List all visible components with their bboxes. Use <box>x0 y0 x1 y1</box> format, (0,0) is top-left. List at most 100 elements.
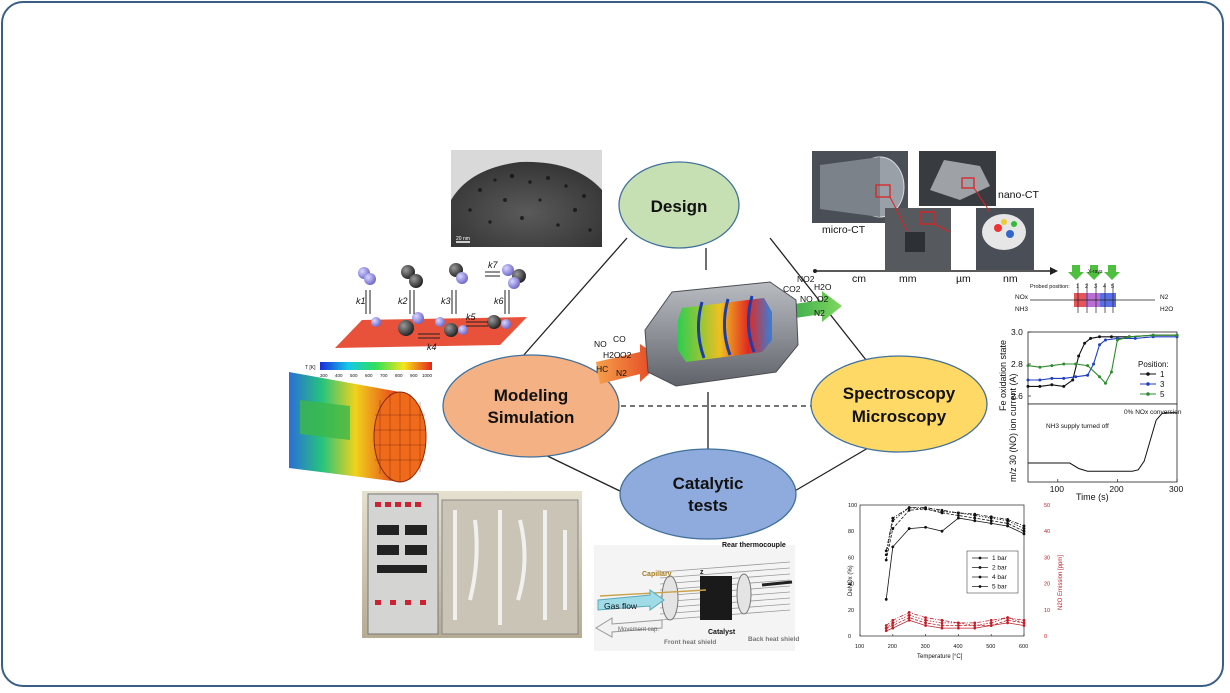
denox-ytick-label: 60 <box>848 555 854 561</box>
denox-legend-marker <box>978 556 982 560</box>
probe-pos-1: 1 <box>1076 284 1079 290</box>
denox-series-point <box>884 597 888 601</box>
denox-y2tick-label: 20 <box>1044 582 1050 588</box>
n2o-series-point <box>924 624 927 627</box>
fe-ylabel-bottom: m/z 30 (NO) ion current (A) <box>1008 373 1018 482</box>
n2o-series-line <box>886 617 1025 629</box>
denox-xtick-label: 500 <box>986 644 995 650</box>
outlet-gas-n2: N2 <box>814 308 825 318</box>
fe-legend-title: Position: <box>1138 360 1169 369</box>
reactor-schematic: Rear thermocouple Capillary z Gas flow M… <box>594 542 799 651</box>
denox-xtick-label: 600 <box>1019 644 1028 650</box>
converter-band-3 <box>747 295 756 353</box>
fe-xtick-label: 300 <box>1169 484 1183 494</box>
front-heat-shield-shape <box>661 575 679 621</box>
line-spectroscopy-catalytic <box>792 447 869 493</box>
denox-series-point <box>940 508 944 512</box>
fe-series-3-point <box>1103 338 1107 342</box>
colorbar <box>320 362 432 370</box>
photo-displays <box>377 525 427 573</box>
denox-series-point <box>1022 529 1026 533</box>
fe-series-1-point <box>1109 335 1113 339</box>
denox-series-point <box>907 508 911 512</box>
denox-series-group <box>884 506 1026 633</box>
spectroscopy-label-2: Microscopy <box>852 407 947 426</box>
catalytic-converter-image <box>596 281 842 387</box>
converter-outlet-gases: NO2 H2O CO2 NO O2 N2 <box>783 274 832 318</box>
ct-connector-1 <box>889 196 909 233</box>
rate-arrows <box>365 271 510 339</box>
fe-series-5-point <box>1038 365 1042 369</box>
denox-series-point <box>891 545 895 549</box>
n2o-series-point <box>1006 618 1009 622</box>
n2o-series-point <box>989 618 993 622</box>
ct-scale-nm: nm <box>1003 273 1018 285</box>
n2o-series-point <box>957 624 960 627</box>
fe-xtick-label: 100 <box>1050 484 1064 494</box>
denox-series-point <box>884 558 888 562</box>
inlet-gas-hc: HC <box>596 364 608 374</box>
outlet-gas-no2: NO2 <box>797 274 815 284</box>
denox-series-point <box>989 515 993 519</box>
denox-legend-marker <box>978 585 982 588</box>
ct-zoom-1 <box>875 184 891 198</box>
fe-series-5-point <box>1074 362 1078 366</box>
denox-series-point <box>1022 524 1026 528</box>
tem-micrograph: 20 nm <box>451 150 602 247</box>
n2o-series-point <box>891 626 895 630</box>
catalytic-label-2: tests <box>688 496 728 515</box>
ct-connector-2 <box>933 223 951 233</box>
n2o-series-point <box>891 618 895 622</box>
colorbar-tick-800: 800 <box>395 373 403 378</box>
ct-scale-arrowhead <box>1050 267 1058 275</box>
ct-micro-square <box>905 232 925 252</box>
fe-legend-marker <box>1146 382 1150 386</box>
colorbar-unit: T [K] <box>305 365 316 371</box>
denox-ytick-label: 80 <box>848 529 854 535</box>
probe-left-bottom: NH3 <box>1015 306 1028 313</box>
catalyst-shape <box>700 576 732 620</box>
rate-k2: k2 <box>398 296 408 306</box>
denox-legend-label: 4 bar <box>992 574 1008 581</box>
fe-legend-marker <box>1146 392 1150 396</box>
movement-label: Movement cap. <box>618 627 659 633</box>
n2o-series-point <box>884 624 888 627</box>
fe-xtick-label: 200 <box>1109 484 1123 494</box>
colorbar-tick-300: 300 <box>320 373 328 378</box>
inlet-gas-no: NO <box>594 339 607 349</box>
fe-series-1-point <box>1050 383 1054 387</box>
n2o-series-point <box>891 624 895 627</box>
fe-series-3-point <box>1086 373 1090 377</box>
fe-series-1-point <box>1038 384 1042 388</box>
denox-series-point <box>973 512 977 516</box>
denox-series-point <box>891 516 895 520</box>
photo-panel-buttons <box>375 502 426 605</box>
colorbar-ticks: 300 400 500 600 700 800 900 1000 <box>320 373 433 378</box>
ct-imaging: micro-CT nano-CT cm mm µm nm <box>812 151 1058 285</box>
probe-pos-2: 2 <box>1085 284 1088 290</box>
colorbar-tick-500: 500 <box>350 373 358 378</box>
back-heat-shield-shape <box>736 573 752 615</box>
denox-xtick-label: 300 <box>921 644 930 650</box>
node-catalytic: Catalytic tests <box>619 448 797 540</box>
rate-k3: k3 <box>441 296 451 306</box>
fe-series-3-point <box>1092 362 1096 366</box>
denox-y2tick-label: 10 <box>1044 608 1050 614</box>
fe-legend-label: 3 <box>1160 380 1165 389</box>
fe-annot-conv: 0% NOx conversion <box>1124 409 1182 416</box>
denox-ytick-label: 20 <box>848 608 854 614</box>
probe-right-bottom: H2O <box>1160 306 1173 313</box>
spectroscopy-label-1: Spectroscopy <box>843 384 956 403</box>
n2o-series-point <box>907 611 911 614</box>
fe-series-1-point <box>1062 384 1066 388</box>
denox-ylabel: DeNOx (%) <box>848 565 854 596</box>
inlet-gas-h2o: H2O <box>603 350 621 360</box>
ct-zoom-2 <box>919 211 935 225</box>
n2o-series-point <box>1022 618 1026 622</box>
connector-lines <box>514 237 871 493</box>
fe-annot-nh3: NH3 supply turned off <box>1046 423 1109 430</box>
node-design: Design <box>618 161 740 249</box>
denox-ytick-label: 40 <box>848 582 854 588</box>
